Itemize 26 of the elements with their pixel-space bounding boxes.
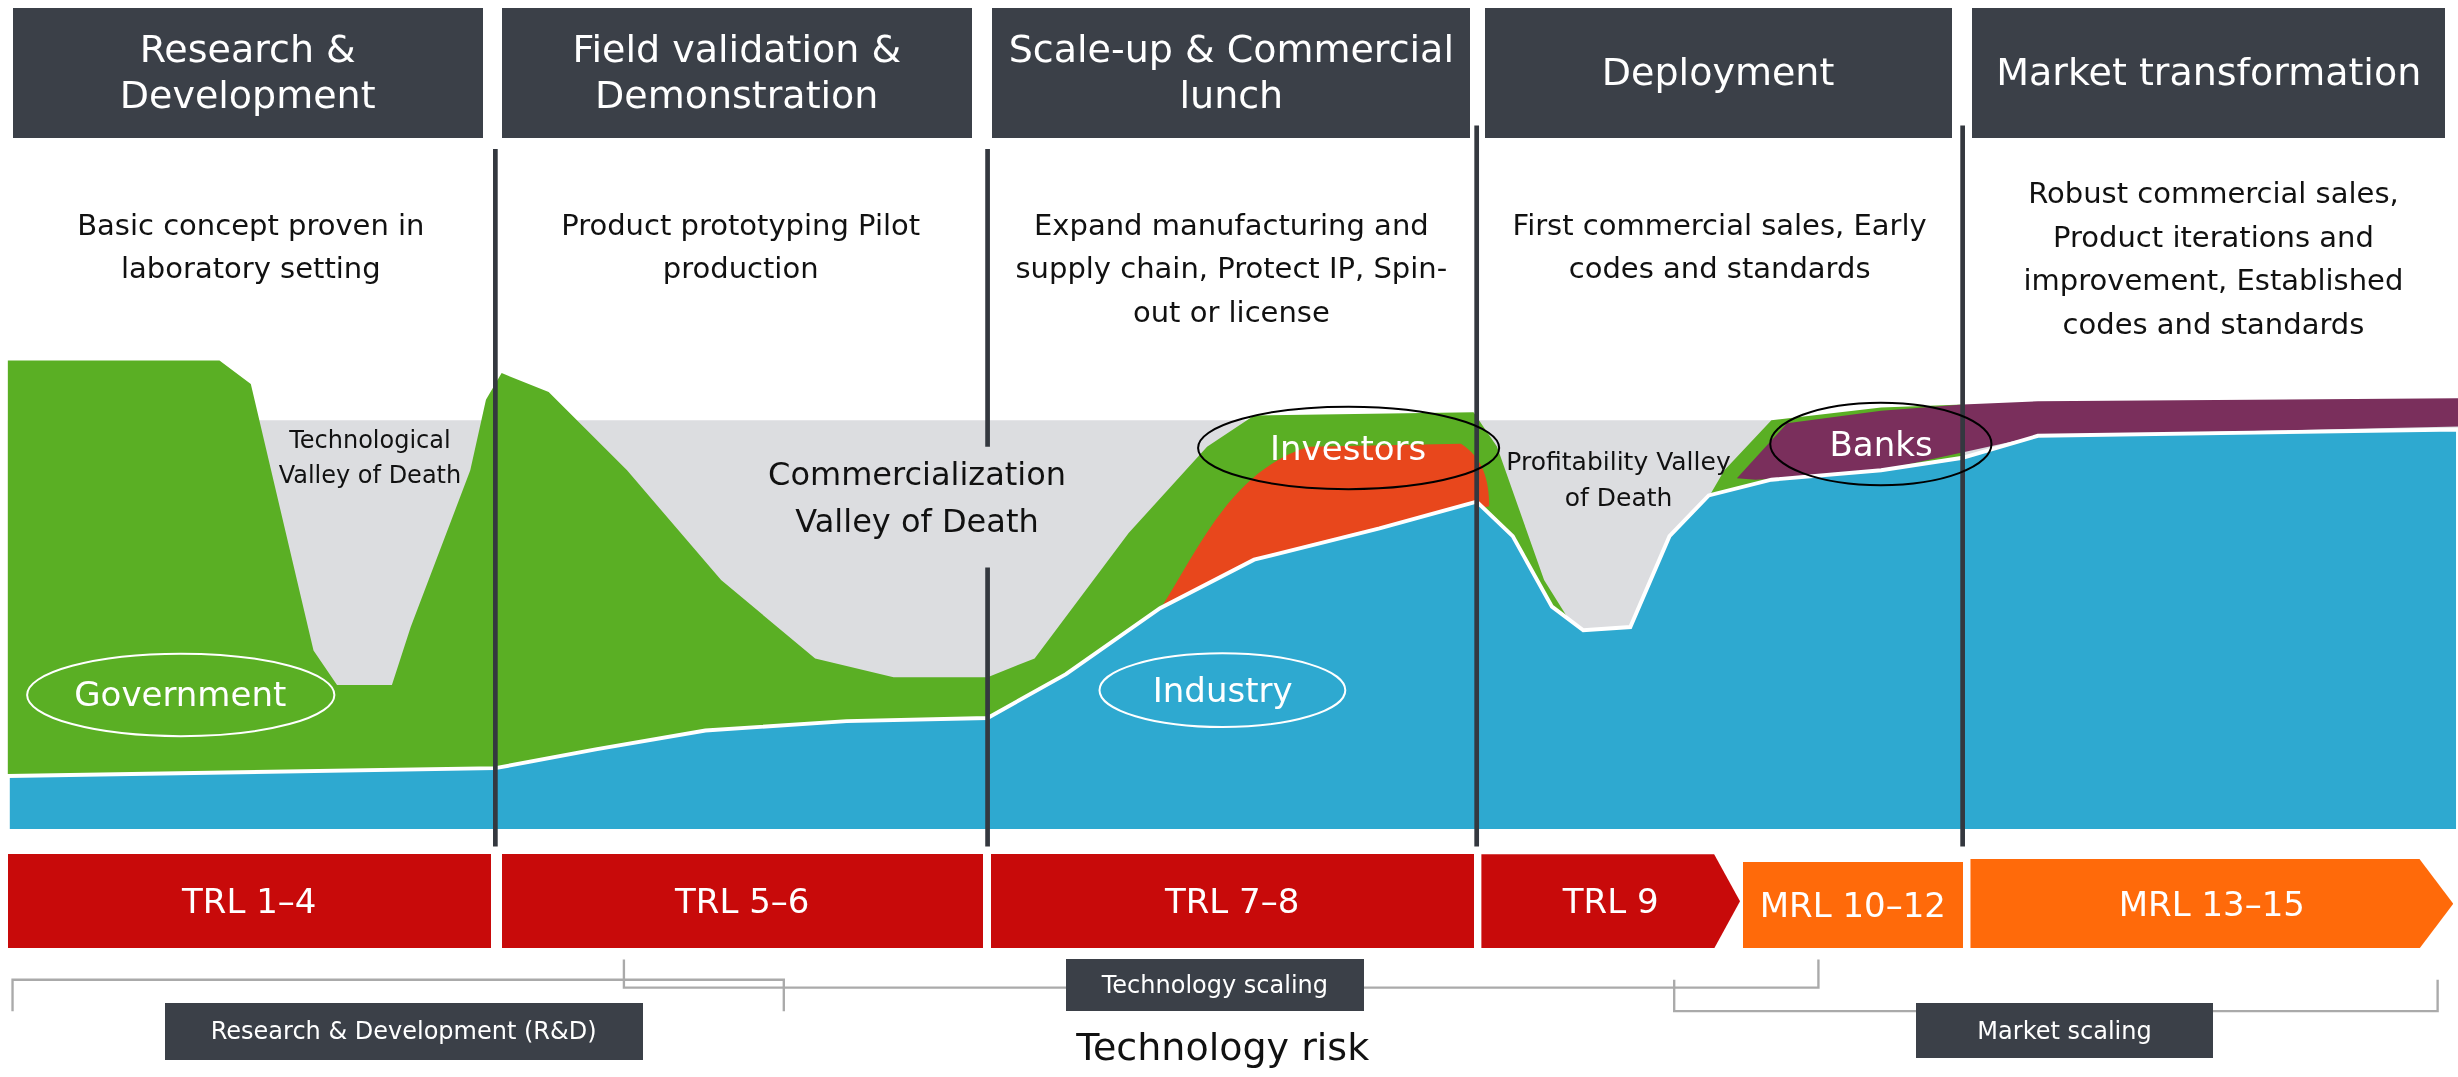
description-text: Expand manufacturing and supply chain, Protect IP, Spin-out or license <box>1014 206 1449 331</box>
readiness-level-bar: TRL 9 <box>1481 854 1740 949</box>
axis-title: Technology risk <box>1075 1023 1371 1071</box>
valley-label: Technological Valley of Death <box>277 425 463 492</box>
scale-label-box: Research & Development (R&D) <box>164 1003 643 1060</box>
description-text: Product prototyping Pilot production <box>560 206 922 288</box>
readiness-level-bar: MRL 13–15 <box>1970 859 2454 949</box>
phase-header: Field validation & Demonstration <box>501 7 972 138</box>
description-text: Robust commercial sales, Product iterations and improvement, Established codes and standards <box>2022 175 2405 343</box>
description-text: Basic concept proven in laboratory setting <box>76 206 426 288</box>
valley-label: Commercialization Valley of Death <box>767 454 1068 542</box>
funding-ellipse: Industry <box>1097 650 1349 729</box>
phase-header: Research & Development <box>12 7 483 138</box>
phase-header: Market transformation <box>1972 7 2446 138</box>
readiness-level-bar: MRL 10–12 <box>1743 862 1963 949</box>
scale-label-box: Technology scaling <box>1065 959 1364 1012</box>
scale-label-box: Market scaling <box>1915 1003 2214 1059</box>
readiness-level-bar: TRL 7–8 <box>990 854 1474 949</box>
valley-label: Profitability Valley of Death <box>1505 445 1732 514</box>
readiness-level-bar: TRL 1–4 <box>7 854 491 949</box>
readiness-level-bar: TRL 5–6 <box>501 854 983 949</box>
phase-header: Scale-up & Commercial lunch <box>992 7 1471 138</box>
description-text: First commercial sales, Early codes and standards <box>1511 206 1928 288</box>
funding-ellipse: Banks <box>1768 399 1994 488</box>
funding-ellipse: Government <box>23 650 337 739</box>
phase-header: Deployment <box>1484 7 1952 138</box>
